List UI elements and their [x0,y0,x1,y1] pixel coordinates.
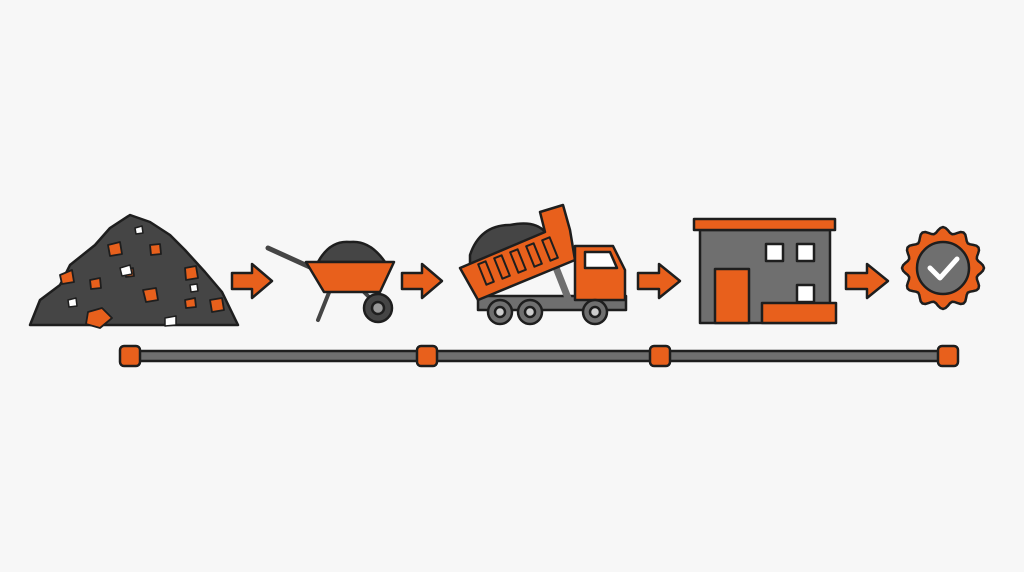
arrow-icons [230,262,890,300]
recycling-facility-icon [692,217,838,325]
timeline-node [648,344,672,368]
timeline-node [936,344,960,368]
dump-truck-icon [458,203,628,326]
rubble-pile-icon [28,213,240,329]
timeline-node [118,344,142,368]
arrow-icon [230,262,274,300]
wheelbarrow-icon [265,240,396,324]
approved-badge-icon [900,225,986,311]
arrow-icon [844,262,890,300]
arrow-icon [636,262,682,300]
timeline [118,344,960,368]
timeline-node [415,344,439,368]
arrow-icon [400,262,444,300]
